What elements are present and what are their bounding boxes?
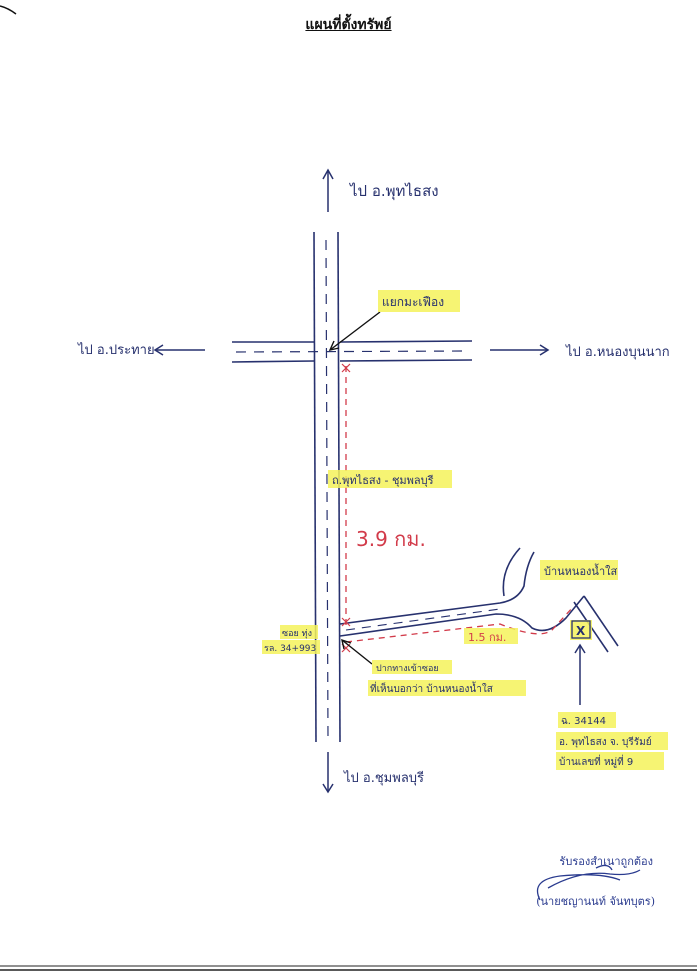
label-road-name: ถ.พุทไธสง - ชุมพลบุรี	[332, 474, 434, 487]
signer-name: (นายชญานนท์ จันทบุตร)	[536, 895, 655, 908]
plot-box	[571, 620, 591, 639]
side-ref-highlight	[262, 640, 320, 654]
direction-arrows	[153, 168, 586, 794]
label-side-code: ซอย ทุ่ง	[282, 629, 312, 639]
label-distance-main: 3.9 กม.	[356, 527, 426, 551]
label-to-south: ไป อ.ชุมพลบุรี	[343, 770, 424, 786]
signature	[536, 864, 641, 901]
certified-text: รับรองสำเนาถูกต้อง	[559, 855, 653, 868]
label-to-east: ไป อ.หนองบุนนาก	[565, 344, 670, 360]
property-1-highlight	[558, 712, 616, 728]
label-distance-branch: 1.5 กม.	[468, 631, 506, 644]
label-branch-note-1: ปากทางเข้าซอย	[376, 663, 439, 674]
label-property-2: อ. พุทไธสง จ. บุรีรัมย์	[559, 736, 652, 748]
label-junction: แยกมะเฟือง	[382, 295, 444, 309]
label-branch-note-2: ที่เห็นบอกว่า บ้านหนองน้ำใส	[370, 681, 493, 695]
village-highlight	[540, 560, 618, 580]
label-village: บ้านหนองน้ำใส	[544, 563, 617, 578]
cross-road	[231, 340, 473, 363]
property-3-highlight	[556, 752, 664, 770]
junction-pointer	[328, 311, 381, 351]
property-2-highlight	[556, 732, 668, 750]
corner-mark	[0, 5, 17, 15]
branch-pointer	[341, 638, 373, 665]
side-code-highlight	[280, 625, 318, 639]
label-to-west: ไป อ.ประทาย	[77, 342, 155, 358]
label-side-ref: รล. 34+993	[264, 644, 316, 654]
page-title: แผนที่ตั้งทรัพย์	[305, 17, 392, 33]
branch-note-2-highlight	[368, 680, 526, 696]
plot-highlight	[570, 620, 592, 640]
label-plot-marker: X	[576, 624, 586, 638]
branch-distance-highlight	[464, 628, 518, 644]
side-road	[339, 547, 619, 653]
label-property-3: บ้านเลขที่ หมู่ที่ 9	[559, 754, 633, 768]
label-property-1: ฉ. 34144	[561, 716, 606, 727]
route-path	[345, 366, 575, 643]
road-name-highlight	[328, 470, 452, 488]
junction-highlight	[378, 290, 460, 312]
branch-note-1-highlight	[372, 660, 452, 674]
label-to-north: ไป อ.พุทไธสง	[349, 182, 439, 201]
